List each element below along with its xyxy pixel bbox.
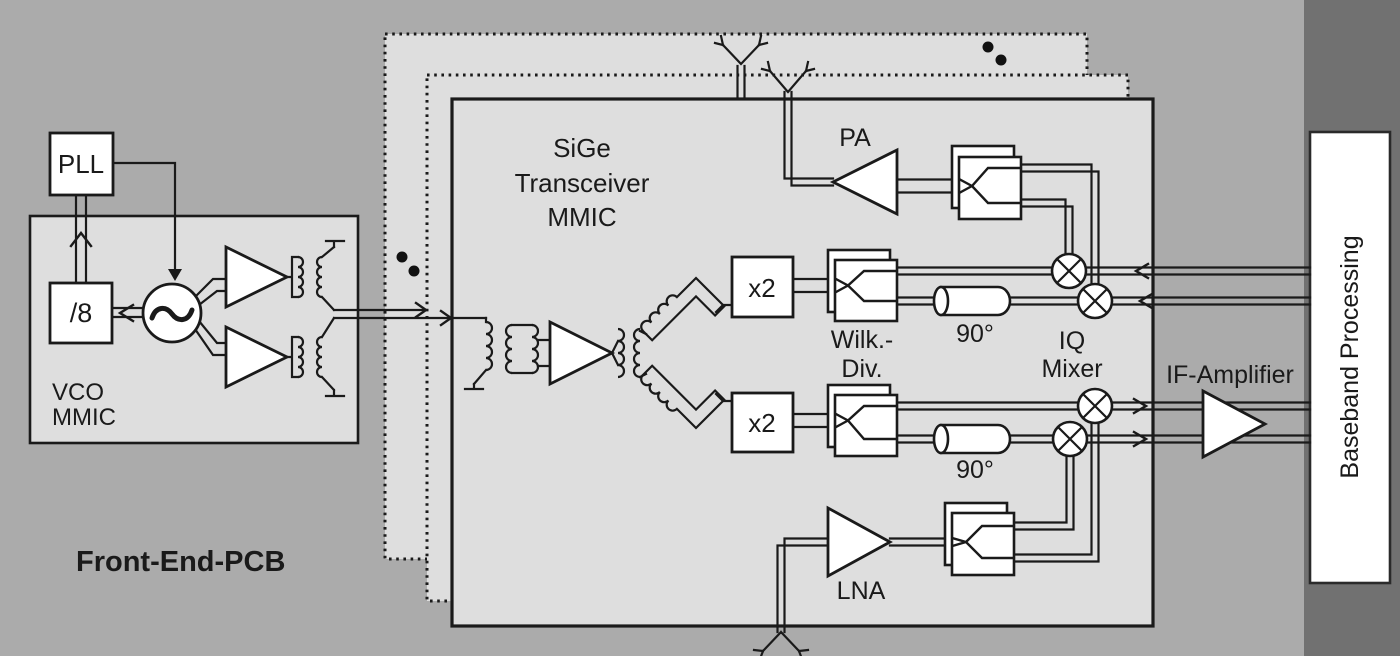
pa-label: PA [839,124,871,152]
vco-label-line1: VCO [52,379,104,406]
iq-mixer-tx-i [1050,252,1088,290]
pcb-label: Front-End-PCB [76,546,285,578]
delay-tx-label: 90° [956,320,994,348]
tx-antenna-front [760,60,816,94]
vco-buffer-amp-bottom [224,324,291,390]
tx-antenna-middle-chip [713,34,769,101]
stack-ellipsis-top-right [982,41,1007,66]
wilkinson-label-line2: Div. [841,355,882,383]
iq-mixer-label-line2: Mixer [1041,355,1102,383]
frequency-doubler-rx [730,391,795,454]
chip-title-line1: SiGe [553,133,611,163]
divider-by-8-box [48,281,114,345]
lo-distribution-wiring [463,276,837,430]
vco-label-line2: MMIC [52,404,116,431]
vco-wiring [69,161,488,398]
chip-title-line3: MMIC [547,202,616,232]
if-amplifier-label: IF-Amplifier [1166,361,1294,389]
baseband-processing-box [1308,130,1392,585]
stack-ellipsis-left [396,251,420,277]
diagonal-coupler-bottom [640,364,726,430]
lna-amplifier [826,505,893,579]
sine-icon [149,306,195,322]
wilkinson-divider-tx [826,248,899,323]
iq-mixer-label-line1: IQ [1059,327,1085,355]
wilkinson-divider-rx [826,383,899,458]
vco-buffer-amp-top [224,244,291,310]
doubler-rx-label: x2 [748,408,775,438]
pll-label: PLL [58,149,104,179]
iq-mixer-rx-i [1076,387,1114,425]
delay-rx-label: 90° [956,456,994,484]
delay-line-90-rx [932,423,1012,455]
divider-label: /8 [70,298,93,328]
frequency-doubler-tx [730,255,795,319]
tx-combiner [950,144,1023,221]
iq-mixer-rx-q [1051,420,1089,458]
lo-amplifier [548,319,616,387]
rx-antenna [752,630,810,656]
tx-wiring [783,90,1312,310]
wilkinson-label-line1: Wilk.- [831,326,893,354]
if-amplifier [1201,388,1268,460]
iq-mixer-tx-q [1076,282,1114,320]
delay-line-90-tx [932,285,1012,317]
pa-amplifier [829,147,899,217]
rx-splitter [943,501,1016,577]
diagonal-coupler-top [640,276,726,342]
arrowhead-down [168,269,182,281]
chip-title-line2: Transceiver [515,168,650,198]
pll-box [48,131,115,197]
doubler-tx-label: x2 [748,273,775,303]
baseband-label: Baseband Processing [1336,235,1364,478]
lna-label: LNA [837,577,886,605]
